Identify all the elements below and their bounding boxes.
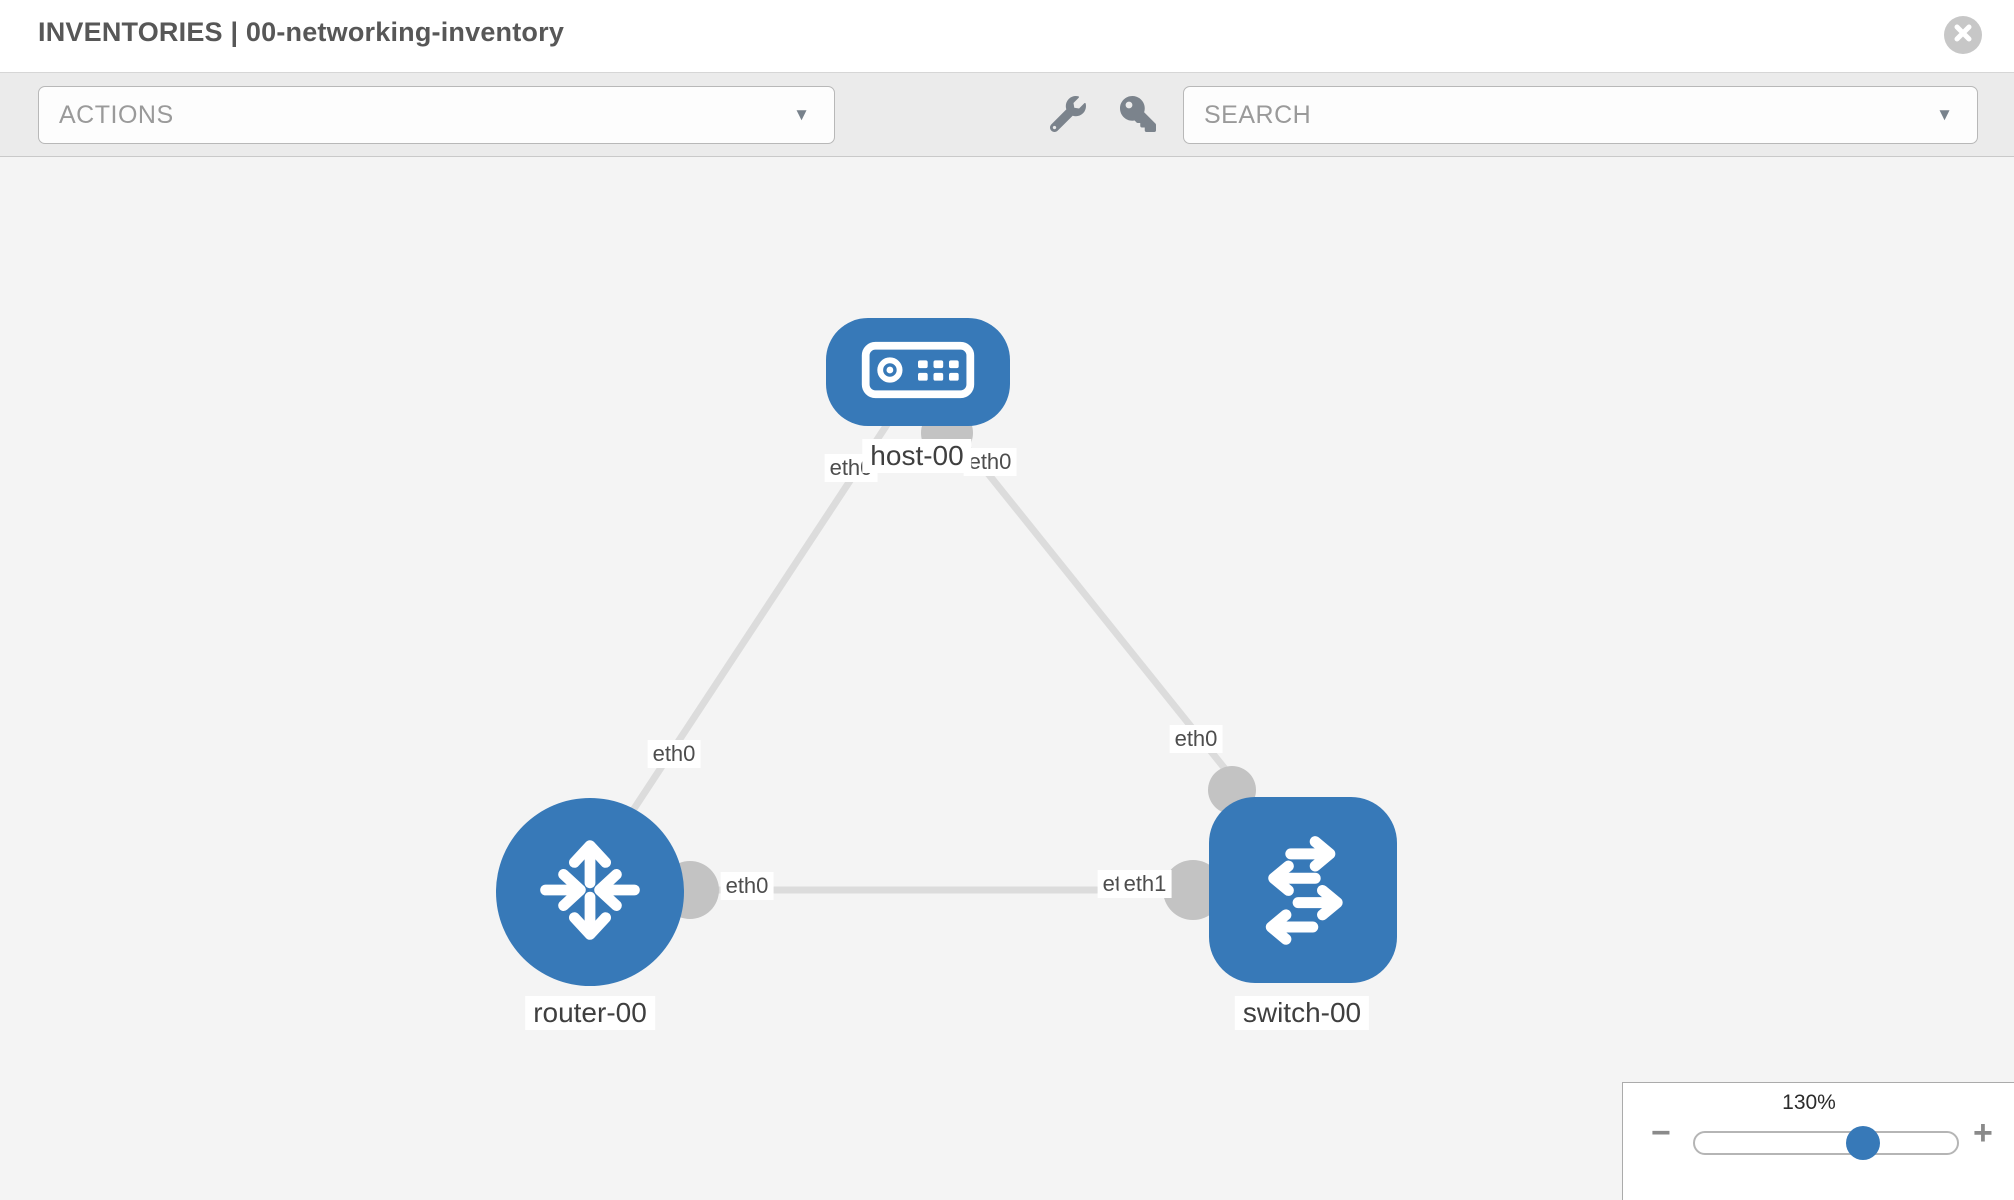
node-label-host-00: host-00 [862, 439, 972, 473]
interface-label: eth0 [963, 448, 1017, 476]
configure-button[interactable] [1046, 94, 1090, 138]
node-label-router-00: router-00 [525, 996, 655, 1030]
interface-label: eth0 [647, 740, 701, 768]
node-host-00[interactable] [826, 318, 1010, 426]
key-icon [1120, 95, 1156, 137]
interface-label: eth0 [1169, 725, 1223, 753]
links-layer [617, 407, 1256, 920]
search-dropdown-label: SEARCH [1204, 100, 1312, 129]
zoom-panel: 130% − + [1622, 1082, 2014, 1200]
zoom-slider-handle[interactable] [1846, 1126, 1880, 1160]
credentials-button[interactable] [1116, 94, 1160, 138]
chevron-down-icon: ▼ [793, 105, 810, 124]
server-icon [859, 339, 977, 406]
switch-arrows-icon [1242, 827, 1364, 954]
page-title: INVENTORIES | 00-networking-inventory [38, 17, 565, 47]
topology-canvas[interactable]: host-00 router-00 switch-00 eth0 eth0 eth0 eth… [0, 157, 2014, 1200]
close-icon [1953, 23, 1973, 48]
node-switch-00[interactable] [1209, 797, 1397, 983]
zoom-level-label: 130% [1782, 1091, 1836, 1114]
router-arrows-icon [530, 830, 650, 955]
search-dropdown[interactable]: SEARCH ▼ [1183, 86, 1978, 144]
zoom-slider-track[interactable] [1693, 1126, 1959, 1160]
zoom-out-button[interactable]: − [1651, 1114, 1671, 1152]
interface-label: eth0 [720, 872, 774, 900]
wrench-icon [1049, 95, 1086, 137]
node-label-switch-00: switch-00 [1234, 996, 1370, 1030]
close-button[interactable] [1944, 16, 1982, 54]
node-router-00[interactable] [496, 798, 684, 986]
actions-dropdown[interactable]: ACTIONS ▼ [38, 86, 835, 144]
interface-label: eth1 [1118, 870, 1172, 898]
actions-dropdown-label: ACTIONS [59, 100, 174, 129]
chevron-down-icon: ▼ [1936, 105, 1953, 124]
zoom-in-button[interactable]: + [1973, 1114, 1993, 1152]
header: INVENTORIES | 00-networking-inventory [0, 0, 2014, 72]
port-connector [1163, 860, 1223, 920]
